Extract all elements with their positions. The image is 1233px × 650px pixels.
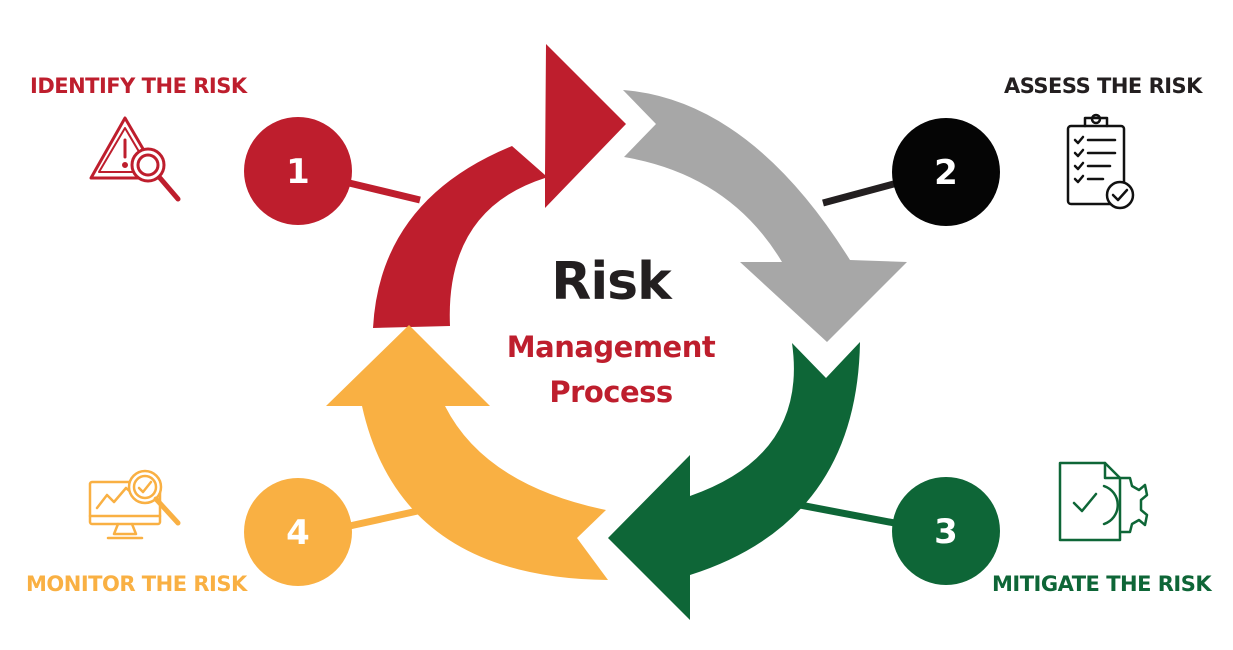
step-4-number: 4 — [286, 513, 310, 553]
step-3-circle — [892, 477, 1000, 585]
step-4-circle — [244, 478, 352, 586]
center-subtitle-line2: Process — [549, 375, 673, 409]
step-4-label: MONITOR THE RISK — [26, 572, 247, 596]
connector-line-1 — [344, 178, 421, 204]
arrow-assess — [623, 90, 907, 342]
arrow-mitigate — [608, 342, 860, 620]
clipboard-checklist-icon — [1066, 113, 1135, 210]
monitor-chart-magnifier-icon — [88, 469, 181, 540]
arrow-identify — [373, 44, 626, 328]
center-subtitle-line1: Management — [506, 330, 716, 364]
step-3-number: 3 — [934, 512, 958, 552]
center-title: Risk — [551, 252, 671, 312]
warning-magnifier-icon — [89, 116, 181, 202]
step-1-circle — [244, 117, 352, 225]
arrow-monitor — [326, 325, 608, 580]
step-3-label: MITIGATE THE RISK — [992, 572, 1212, 596]
step-2-circle — [892, 118, 1000, 226]
step-2-number: 2 — [934, 153, 958, 193]
step-2-label: ASSESS THE RISK — [1004, 74, 1202, 98]
step-1-label: IDENTIFY THE RISK — [30, 74, 247, 98]
step-1-number: 1 — [286, 152, 310, 192]
document-gear-check-icon — [1058, 461, 1149, 542]
connector-line-3 — [799, 501, 906, 529]
connector-line-2 — [822, 177, 906, 207]
